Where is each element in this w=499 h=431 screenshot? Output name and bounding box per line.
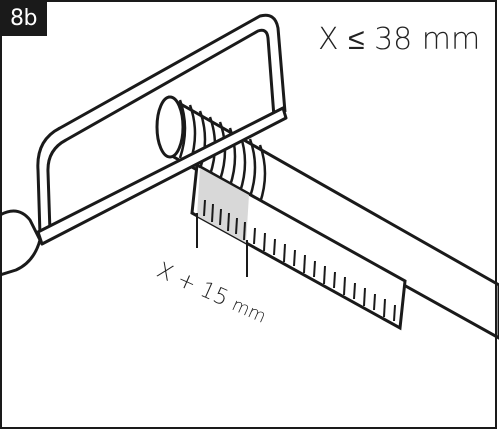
length-constraint-label: X ≤ 38 mm	[318, 22, 481, 57]
ruler-icon	[190, 162, 407, 331]
hacksaw-icon	[0, 13, 288, 277]
dimension-lines	[196, 213, 248, 277]
step-badge: 8b	[0, 0, 47, 36]
threaded-rod-icon	[155, 95, 499, 340]
